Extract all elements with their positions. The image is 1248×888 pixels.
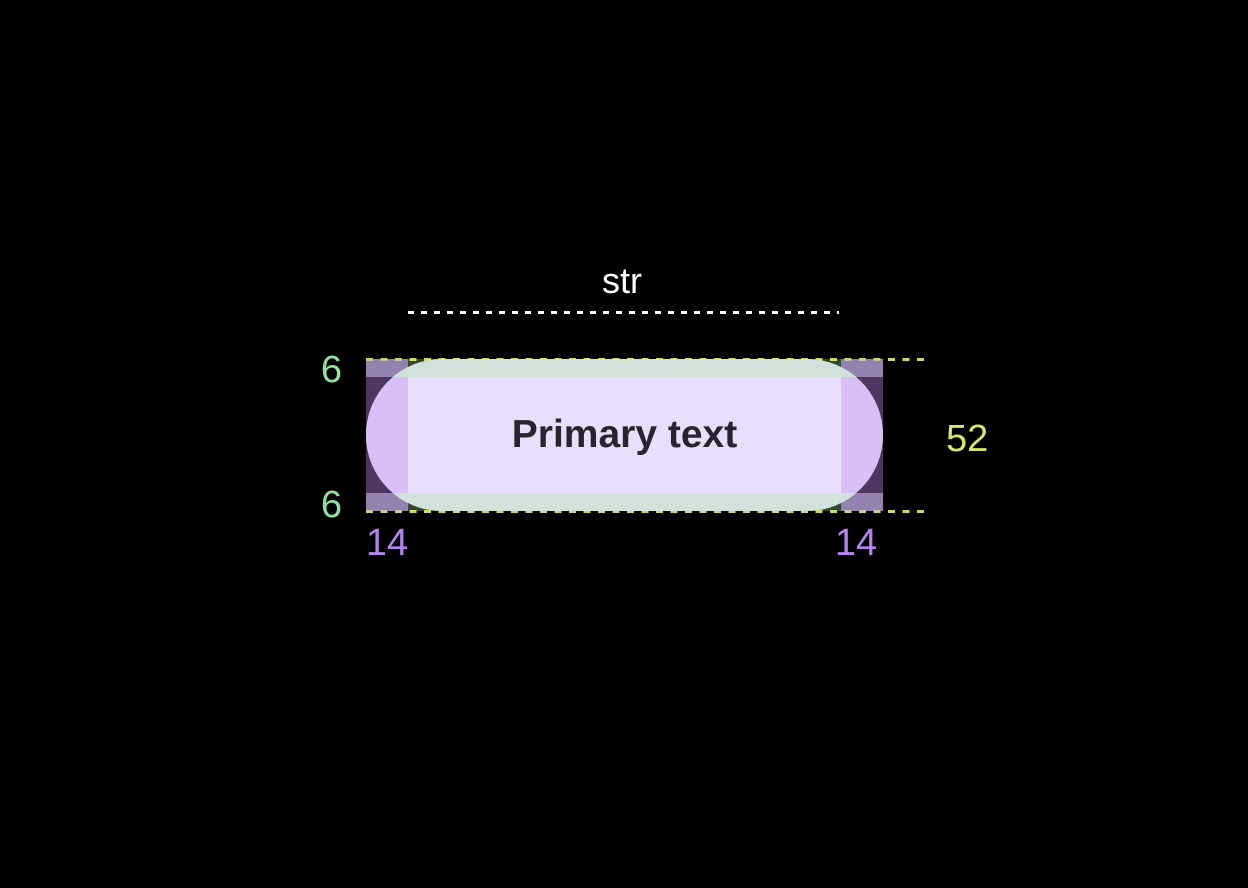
padding-top-value: 6 (320, 349, 342, 391)
string-width-dashline (408, 311, 839, 314)
height-bottom-dashline (366, 510, 930, 513)
padding-bottom-value: 6 (320, 484, 342, 526)
button-label: Primary text (511, 413, 738, 456)
string-width-label: str (602, 260, 642, 301)
padding-left-overlay (366, 359, 408, 511)
padding-left-value: 14 (365, 522, 409, 564)
padding-top-overlay (366, 359, 883, 377)
padding-bottom-overlay (366, 493, 883, 511)
padding-right-overlay (841, 359, 883, 511)
padding-right-value: 14 (834, 522, 878, 564)
primary-button[interactable]: Primary text (366, 359, 883, 511)
height-value: 52 (946, 418, 989, 460)
button-bounding-box: Primary text (366, 358, 930, 513)
